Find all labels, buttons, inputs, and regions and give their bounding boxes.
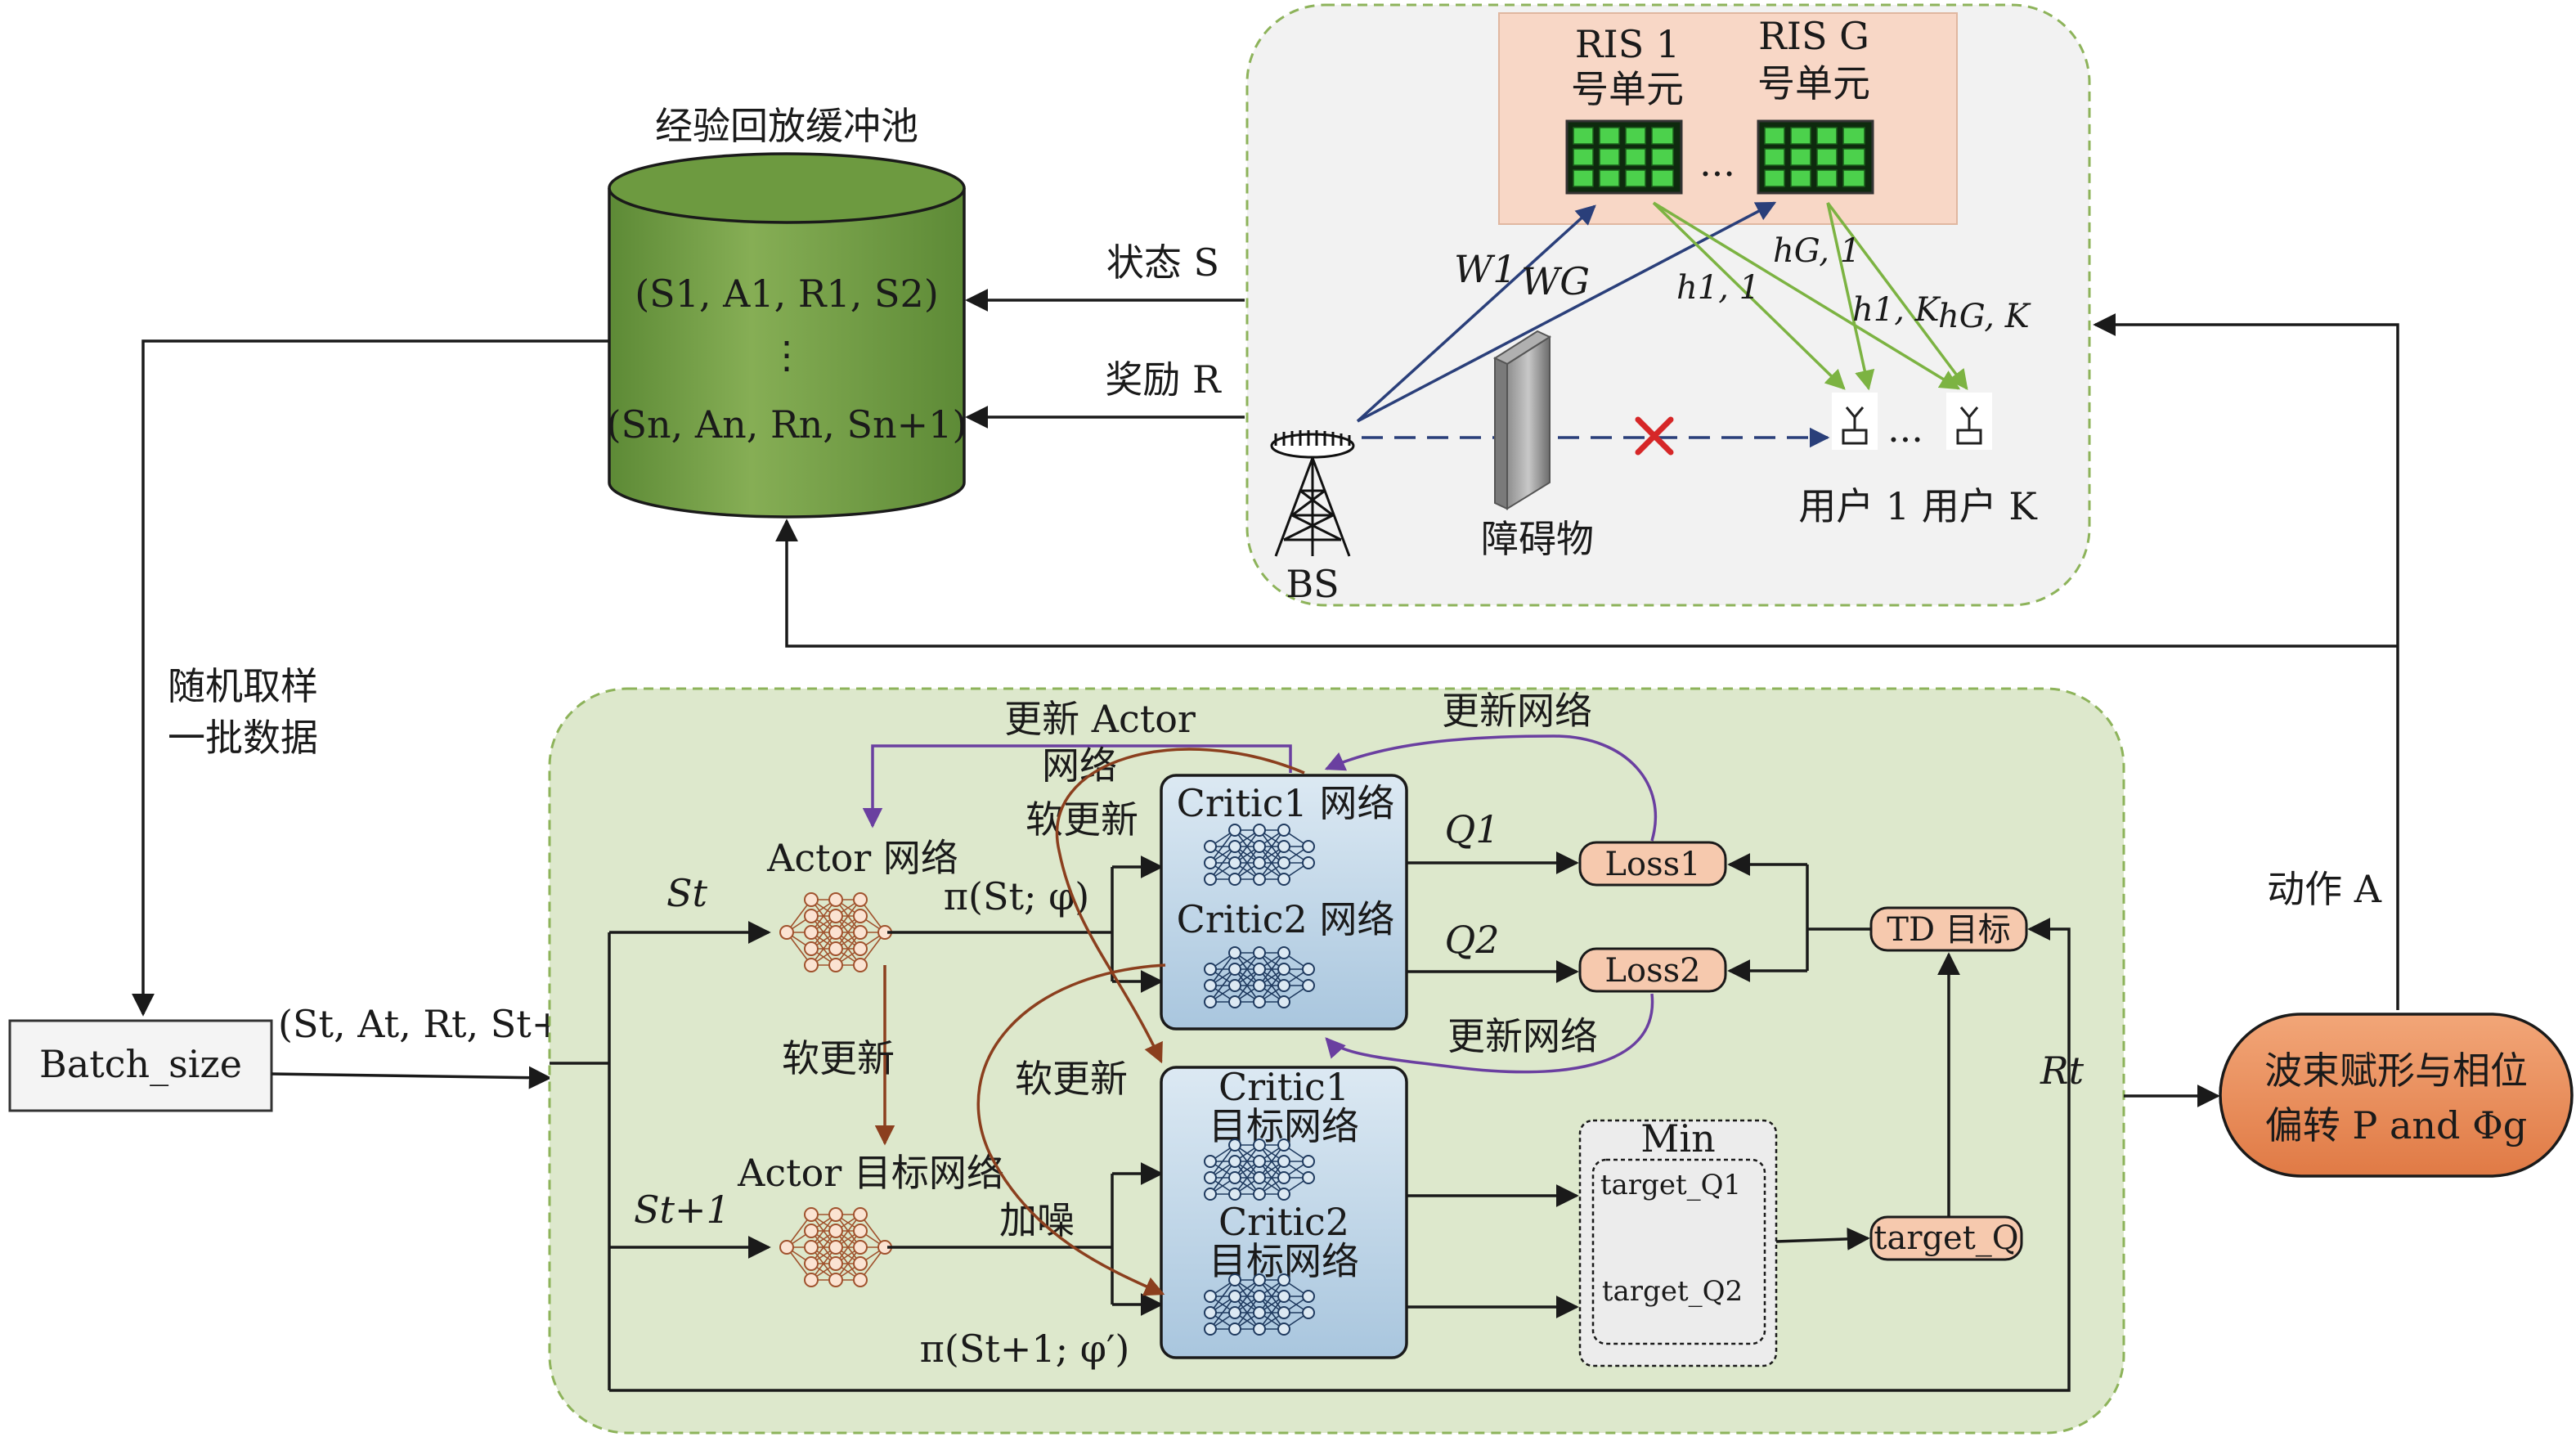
buffer-row-2: (Sn, An, Rn, Sn+1) <box>607 402 967 447</box>
q1-label: Q1 <box>1445 807 1500 851</box>
link-h11 <box>1652 201 1846 390</box>
h1K-label: h1, K <box>1852 291 1941 329</box>
update-net-bottom-label: 更新网络 <box>1447 1014 1598 1058</box>
soft-update-actor-label: 软更新 <box>782 1036 895 1080</box>
min-to-target-q-arrow <box>1775 1227 1870 1251</box>
risG-panel-icon <box>1757 119 1874 195</box>
users-label: 用户 1 用户 K <box>1798 484 2038 528</box>
link-hG1 <box>1826 202 1875 391</box>
min-label: Min <box>1640 1116 1715 1161</box>
update-net-top-label: 更新网络 <box>1442 689 1592 733</box>
link-hGK <box>1826 201 1968 390</box>
loss1-label: Loss1 <box>1604 846 1700 883</box>
buffer-row-1: (S1, A1, R1, S2) <box>635 272 939 316</box>
pi-st-label: π(St; φ) <box>944 874 1089 918</box>
action-to-env-arrow <box>2093 313 2399 1010</box>
st-label: St <box>666 871 708 915</box>
min-box <box>1578 1119 1778 1367</box>
target-q2-label: target_Q2 <box>1602 1275 1743 1308</box>
batch-tuple: (St, At, Rt, St+1) <box>278 1002 601 1046</box>
update-actor-arrow <box>862 744 1292 829</box>
environment-panel: RIS 1 号单元 RIS G 号单元 ... BS W1 WG h1, 1 h… <box>1245 3 2091 607</box>
w1-label: W1 <box>1454 247 1517 291</box>
target-q-box <box>1869 1215 2023 1261</box>
batch-size-box <box>8 1019 273 1112</box>
loss2-label: Loss2 <box>1604 952 1700 990</box>
critic2-target-line1: Critic2 <box>1218 1200 1349 1244</box>
rt-arrow <box>609 918 2071 1392</box>
ris1-label-line1: RIS 1 <box>1575 22 1680 66</box>
add-noise-label: 加噪 <box>999 1198 1075 1242</box>
soft-update-critic-target-label: 软更新 <box>1015 1057 1128 1101</box>
actor-target-label: Actor 目标网络 <box>737 1151 1004 1195</box>
state-label: 状态 S <box>1106 240 1219 285</box>
user-K-icon <box>1945 391 1994 451</box>
update-actor-line1: 更新 Actor <box>1004 697 1196 741</box>
wG-label: WG <box>1521 259 1590 303</box>
ris1-panel-icon <box>1565 119 1683 195</box>
td3-panel: St St+1 Actor 网络 Actor 目标网络 软更新 更新 Actor… <box>548 687 2220 1435</box>
reward-label: 奖励 R <box>1105 357 1222 402</box>
blocked-cross-icon <box>1635 416 1674 456</box>
pi-st1-label: π(St+1; φ′) <box>920 1327 1130 1371</box>
critic1-target-line1: Critic1 <box>1218 1065 1349 1109</box>
soft-update-critic-label: 软更新 <box>1025 797 1138 842</box>
batch-to-td3-arrow <box>271 1066 552 1089</box>
risG-label-line2: 号单元 <box>1757 61 1870 106</box>
sample-arrow <box>132 339 609 1017</box>
sampling-line1: 随机取样 <box>168 664 318 708</box>
action-box: 波束赋形与相位 偏转 P and Φg <box>2219 1013 2574 1178</box>
link-wG <box>1357 201 1777 423</box>
update-critic-curve-top <box>1324 734 1658 842</box>
actor-label: Actor 网络 <box>766 836 958 880</box>
soft-update-critic-curve-2 <box>976 963 1166 1296</box>
obstacle-icon <box>1492 330 1552 510</box>
ris1-label-line2: 号单元 <box>1571 67 1684 111</box>
ris-dots: ... <box>1699 141 1735 185</box>
action-label: 动作 A <box>2267 867 2382 911</box>
obstacle-label: 障碍物 <box>1481 517 1594 561</box>
action-to-buffer-arrow <box>775 519 2398 648</box>
user-dots: ... <box>1887 406 1923 451</box>
hG1-label: hG, 1 <box>1773 232 1860 270</box>
base-station-icon <box>1270 430 1355 557</box>
rt-label: Rt <box>2040 1049 2085 1093</box>
hGK-label: hG, K <box>1938 298 2031 335</box>
replay-buffer: 经验回放缓冲池 (S1, A1, R1, S2) ⋮ (Sn, An, Rn, … <box>607 104 967 519</box>
risG-label-line1: RIS G <box>1758 14 1869 58</box>
update-critic-curve-bottom <box>1325 993 1654 1074</box>
target-q1-label: target_Q1 <box>1600 1169 1741 1201</box>
critic1-label: Critic1 网络 <box>1177 781 1395 825</box>
link-w1 <box>1356 204 1596 423</box>
loss2-box <box>1578 947 1727 993</box>
td-target-label: TD 目标 <box>1887 911 2010 949</box>
batch-size-label: Batch_size <box>39 1042 242 1086</box>
h11-label: h1, 1 <box>1676 269 1760 307</box>
q2-label: Q2 <box>1445 918 1500 962</box>
soft-update-critic-curve-1 <box>1056 748 1305 1064</box>
user-1-icon <box>1830 391 1879 451</box>
loss1-box <box>1578 841 1727 887</box>
critic2-label: Critic2 网络 <box>1177 897 1395 941</box>
st1-label: St+1 <box>634 1188 730 1232</box>
sampling-line2: 一批数据 <box>168 716 318 760</box>
buffer-ellipsis: ⋮ <box>768 333 806 377</box>
action-box-line1: 波束赋形与相位 <box>2264 1049 2528 1093</box>
action-box-line2: 偏转 P and Φg <box>2265 1103 2527 1147</box>
bs-label: BS <box>1286 562 1339 606</box>
critic-target-box <box>1160 1066 1408 1359</box>
link-h1K <box>1653 201 1961 390</box>
replay-buffer-title: 经验回放缓冲池 <box>655 104 918 148</box>
target-q-label: target_Q <box>1874 1219 2018 1257</box>
